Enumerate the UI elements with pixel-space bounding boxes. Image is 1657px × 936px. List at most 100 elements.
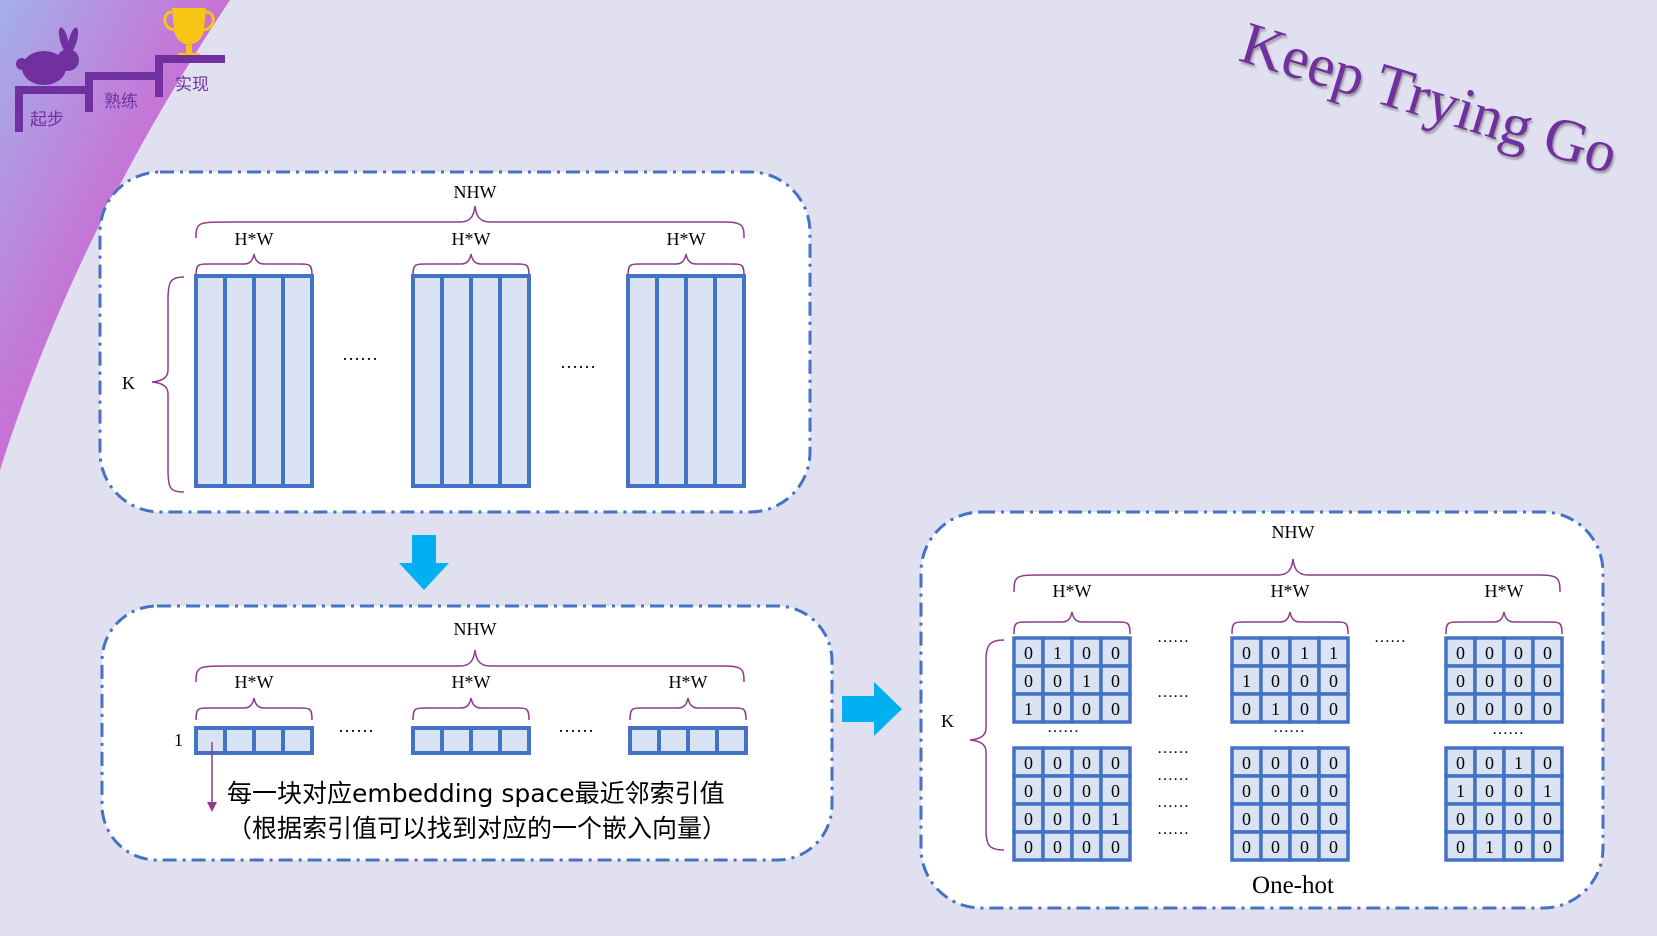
- onehot-cell-0-bottom-1-3: [1099, 774, 1132, 806]
- onehot-value: 0: [1271, 781, 1280, 801]
- onehot-value: 1: [1271, 699, 1280, 719]
- onehot-cell-2-top-2-3: [1531, 692, 1564, 724]
- onehot-value: 0: [1514, 699, 1523, 719]
- right-hw-label-0: H*W: [1053, 581, 1092, 601]
- logo: 起步 熟练 实现: [15, 8, 225, 132]
- top-column-1-2: [469, 274, 502, 488]
- right-dots-col-0: ……: [1157, 684, 1189, 701]
- right-k-brace: [969, 639, 1005, 851]
- onehot-cell-2-top-0-1: [1473, 636, 1506, 668]
- right-dots-mid-3: ……: [1492, 721, 1524, 738]
- top-column-0-3: [281, 274, 314, 488]
- mid-nhw-brace: [195, 649, 745, 683]
- top-hw-label-1: H*W: [452, 229, 491, 249]
- onehot-cell-0-top-2-0: [1012, 692, 1045, 724]
- onehot-value: 0: [1053, 781, 1062, 801]
- right-hw-brace-2: [1445, 611, 1563, 635]
- mid-cell-1-0: [411, 726, 444, 755]
- logo-step-2: 熟练: [104, 91, 138, 112]
- onehot-value: 0: [1329, 781, 1338, 801]
- onehot-value: 0: [1543, 699, 1552, 719]
- right-nhw-label: NHW: [1272, 522, 1315, 542]
- onehot-value: 0: [1456, 643, 1465, 663]
- mid-hw-label-0: H*W: [235, 672, 274, 692]
- onehot-value: 0: [1024, 809, 1033, 829]
- onehot-value: 1: [1543, 781, 1552, 801]
- onehot-value: 0: [1485, 809, 1494, 829]
- onehot-value: 0: [1024, 837, 1033, 857]
- mid-cell-0-1: [223, 726, 256, 755]
- onehot-value: 0: [1329, 699, 1338, 719]
- onehot-value: 0: [1543, 643, 1552, 663]
- onehot-value: 1: [1456, 781, 1465, 801]
- mid-cell-1-2: [469, 726, 502, 755]
- onehot-value: 0: [1053, 809, 1062, 829]
- one-hot-title: One-hot: [1252, 872, 1334, 899]
- top-nhw-label: NHW: [454, 182, 497, 202]
- onehot-value: 0: [1485, 643, 1494, 663]
- onehot-value: 1: [1329, 643, 1338, 663]
- onehot-value: 0: [1111, 643, 1120, 663]
- onehot-cell-0-bottom-3-1: [1041, 830, 1074, 862]
- onehot-value: 0: [1514, 671, 1523, 691]
- onehot-value: 0: [1514, 809, 1523, 829]
- onehot-value: 0: [1514, 837, 1523, 857]
- onehot-value: 0: [1242, 643, 1251, 663]
- top-column-1-3: [498, 274, 531, 488]
- onehot-value: 0: [1456, 809, 1465, 829]
- onehot-value: 0: [1271, 837, 1280, 857]
- onehot-value: 0: [1271, 643, 1280, 663]
- onehot-value: 0: [1053, 671, 1062, 691]
- onehot-value: 1: [1082, 671, 1091, 691]
- onehot-value: 0: [1485, 699, 1494, 719]
- onehot-cell-0-top-2-2: [1070, 692, 1103, 724]
- mid-cell-2-3: [715, 726, 748, 755]
- right-dots-mid-2: ……: [1273, 719, 1305, 736]
- top-hw-brace-2: [627, 253, 745, 277]
- onehot-value: 0: [1053, 699, 1062, 719]
- onehot-cell-2-bottom-3-0: [1444, 830, 1477, 862]
- right-hw-label-1: H*W: [1271, 581, 1310, 601]
- onehot-cell-0-top-2-3: [1099, 692, 1132, 724]
- onehot-value: 0: [1053, 753, 1062, 773]
- onehot-value: 1: [1242, 671, 1251, 691]
- onehot-value: 0: [1514, 643, 1523, 663]
- onehot-value: 0: [1543, 809, 1552, 829]
- onehot-value: 0: [1543, 671, 1552, 691]
- onehot-cell-1-top-0-3: [1317, 636, 1350, 668]
- onehot-value: 0: [1485, 671, 1494, 691]
- onehot-cell-2-bottom-0-0: [1444, 746, 1477, 778]
- onehot-value: 0: [1300, 671, 1309, 691]
- right-arrow: [842, 682, 902, 736]
- mid-cell-1-3: [498, 726, 531, 755]
- right-hw-brace-1: [1231, 611, 1349, 635]
- top-column-0-2: [252, 274, 285, 488]
- onehot-value: 0: [1300, 809, 1309, 829]
- onehot-value: 0: [1024, 781, 1033, 801]
- top-hw-brace-1: [412, 253, 530, 277]
- onehot-value: 0: [1242, 699, 1251, 719]
- onehot-value: 0: [1024, 753, 1033, 773]
- onehot-cell-2-top-2-1: [1473, 692, 1506, 724]
- onehot-cell-1-top-1-2: [1288, 664, 1321, 696]
- mid-dots-1: ……: [338, 716, 374, 736]
- onehot-value: 1: [1485, 837, 1494, 857]
- onehot-value: 0: [1082, 809, 1091, 829]
- onehot-value: 0: [1082, 781, 1091, 801]
- mid-hw-brace-1: [412, 697, 530, 721]
- onehot-value: 0: [1456, 671, 1465, 691]
- top-nhw-brace: [195, 205, 745, 239]
- onehot-cell-2-bottom-1-3: [1531, 774, 1564, 806]
- right-dots-col-3: ……: [1157, 794, 1189, 811]
- mid-hw-brace-2: [629, 697, 747, 721]
- top-column-1-1: [440, 274, 473, 488]
- onehot-value: 0: [1242, 809, 1251, 829]
- mid-cell-2-1: [657, 726, 690, 755]
- right-dots-top-1: ……: [1157, 629, 1189, 646]
- onehot-value: 1: [1300, 643, 1309, 663]
- onehot-cell-2-top-0-3: [1531, 636, 1564, 668]
- right-hw-brace-0: [1013, 611, 1131, 635]
- onehot-cell-2-bottom-2-3: [1531, 802, 1564, 834]
- onehot-value: 0: [1271, 671, 1280, 691]
